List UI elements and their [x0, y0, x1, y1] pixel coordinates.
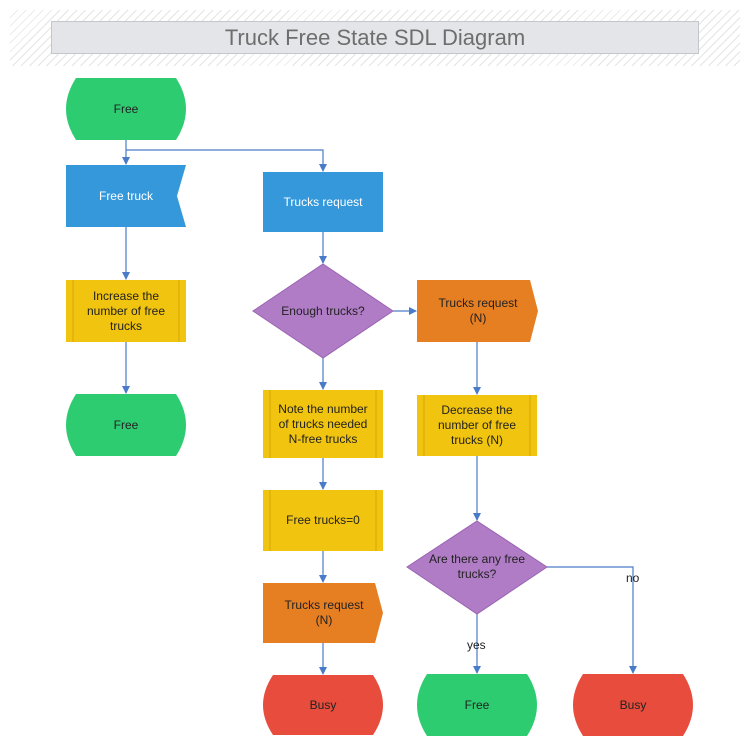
edge-label-no: no: [626, 571, 640, 585]
output-trucks-request-n-right[interactable]: [417, 280, 538, 342]
label-increase-free: Increase the number of free trucks: [86, 288, 166, 333]
state-busy-right[interactable]: [573, 674, 693, 736]
label-free-left: Free: [113, 417, 139, 432]
label-start-free: Free: [113, 101, 139, 116]
edge-any-free-no: [547, 566, 637, 674]
edge-label-yes: yes: [467, 638, 486, 652]
decision-any-free-trucks[interactable]: [406, 520, 548, 615]
label-free-truck: Free truck: [98, 188, 153, 203]
edge-start-to-trucks-request: [126, 149, 327, 172]
decision-enough-trucks[interactable]: [252, 263, 394, 359]
label-note-needed: Note the number of trucks needed N-free …: [278, 401, 368, 446]
label-trucks-request-n-right: Trucks request (N): [438, 296, 518, 325]
output-trucks-request[interactable]: [263, 172, 383, 232]
label-busy-left: Busy: [309, 697, 337, 712]
state-busy-left[interactable]: [263, 675, 383, 735]
label-decrease-free: Decrease the number of free trucks (N): [437, 403, 517, 447]
label-busy-right: Busy: [619, 697, 647, 712]
task-increase-free-trucks[interactable]: [66, 280, 186, 342]
label-free-bottom: Free: [464, 697, 490, 712]
output-trucks-request-n-left[interactable]: [263, 583, 383, 643]
label-enough-trucks: Enough trucks?: [281, 303, 365, 318]
state-free-start[interactable]: [66, 78, 186, 140]
input-signal-free-truck[interactable]: [66, 165, 186, 227]
label-trucks-request-n-left: Trucks request (N): [284, 598, 364, 627]
label-free-trucks-zero: Free trucks=0: [286, 513, 360, 527]
task-free-trucks-zero[interactable]: [263, 490, 383, 551]
state-free-left[interactable]: [66, 394, 186, 456]
page-title: Truck Free State SDL Diagram: [51, 21, 699, 54]
label-trucks-request: Trucks request: [283, 194, 363, 209]
task-decrease-free-trucks[interactable]: [417, 395, 537, 456]
state-free-bottom[interactable]: [417, 674, 537, 736]
task-note-trucks-needed[interactable]: [263, 390, 383, 458]
label-any-free: Are there any free trucks?: [428, 552, 526, 581]
